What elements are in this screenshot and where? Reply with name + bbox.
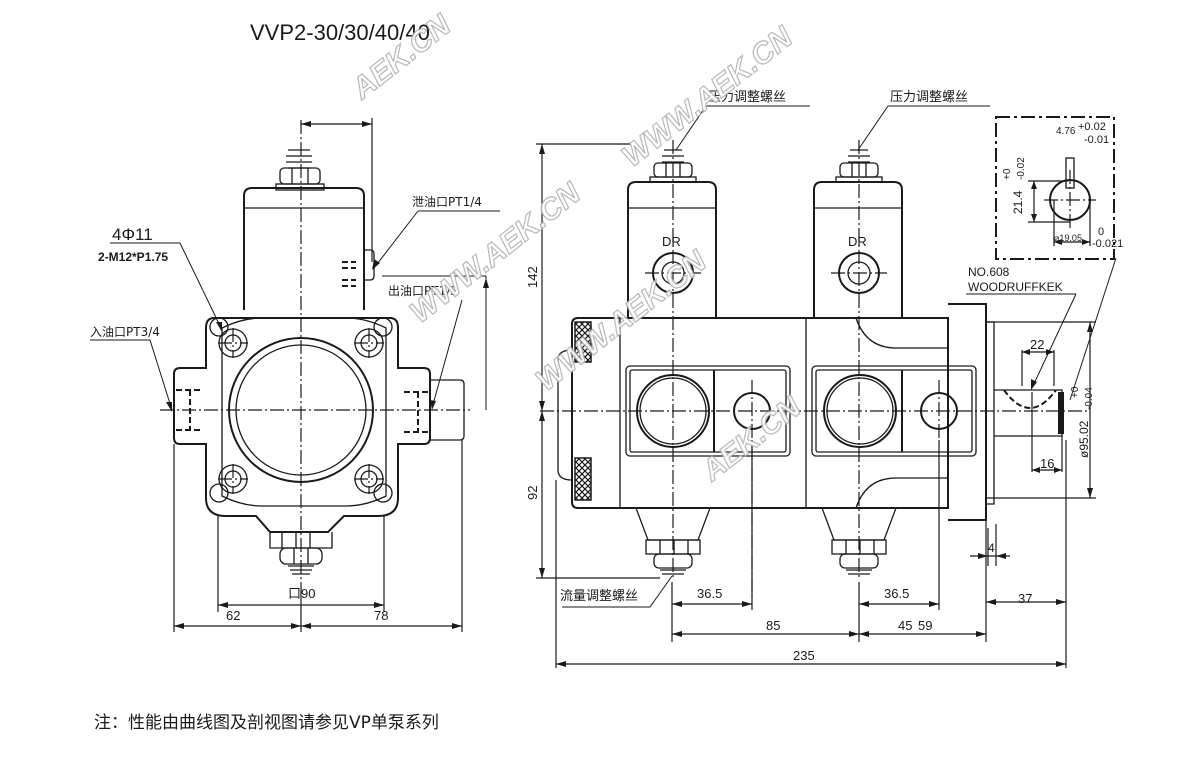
key-label-number: NO.608 xyxy=(968,265,1010,279)
key-width: 4.76 xyxy=(1056,126,1076,137)
flow-screw-label: 流量调整螺丝 xyxy=(560,589,638,604)
pressure-screw-label-2: 压力调整螺丝 xyxy=(890,90,968,105)
dim-37: 37 xyxy=(1018,591,1032,606)
dim-78: 78 xyxy=(374,608,388,623)
dim-22: 22 xyxy=(1030,337,1044,352)
key-height-tol-lower: -0.02 xyxy=(1016,157,1027,180)
dim-85: 85 xyxy=(766,618,780,633)
drain-port-label: 泄油口PT1/4 xyxy=(412,195,482,209)
front-body xyxy=(173,317,431,533)
side-view: DR DR xyxy=(525,90,1117,668)
front-top-screw xyxy=(275,149,325,191)
outlet-port-label: 出油口PT1/2 xyxy=(388,284,458,298)
pressure-screw-label-1: 压力调整螺丝 xyxy=(708,90,786,105)
key-height: 21.4 xyxy=(1011,190,1025,214)
footnote: 注：性能由曲线图及剖视图请参见VP单泵系列 xyxy=(94,713,439,733)
dim-59: 59 xyxy=(918,618,932,633)
front-view: 4Φ11 2-M12*P1.75 入油口PT3/4 泄油口PT1/4 出油口PT… xyxy=(90,118,500,632)
dim-142: 142 xyxy=(525,266,540,288)
square-dimension-label: 口90 xyxy=(288,586,315,601)
key-shaft-tol-upper: 0 xyxy=(1098,226,1104,238)
dim-235: 235 xyxy=(793,648,815,663)
front-cylinder xyxy=(243,187,365,310)
key-width-tol-lower: -0.01 xyxy=(1084,134,1109,146)
watermark-4: WWW.AEK.CN xyxy=(530,244,714,398)
dr-label-1: DR xyxy=(662,234,681,249)
inlet-label: 入油口PT3/4 xyxy=(90,325,160,339)
drawing-title: VVP2-30/30/40/40 xyxy=(250,20,430,45)
key-shaft-diameter: ⌀19.05 xyxy=(1054,233,1082,243)
shaft-tol-upper: +0 xyxy=(1070,386,1081,398)
pump-head-2: DR xyxy=(813,149,903,318)
bolt-holes-label: 4Φ11 xyxy=(112,225,153,244)
shaft-tol-lower: -0.04 xyxy=(1084,387,1095,410)
dim-62: 62 xyxy=(226,608,240,623)
dim-92: 92 xyxy=(525,486,540,500)
dim-36-5-a: 36.5 xyxy=(697,586,722,601)
key-label-type: WOODRUFFKEK xyxy=(968,280,1063,294)
dim-4: 4 xyxy=(988,541,995,555)
dim-36-5-b: 36.5 xyxy=(884,586,909,601)
dim-45: 45 xyxy=(898,618,912,633)
key-detail: 4.76 +0.02 -0.01 21.4 +0 -0.02 ⌀19.05 0 … xyxy=(995,116,1123,260)
key-shaft-tol-lower: -0.021 xyxy=(1092,238,1123,250)
front-bolt-holes xyxy=(209,317,393,503)
key-height-tol-upper: +0 xyxy=(1002,168,1013,180)
shaft-diameter: ø95.02 xyxy=(1077,420,1091,458)
pump-body xyxy=(571,317,949,509)
thread-label: 2-M12*P1.75 xyxy=(98,250,168,264)
pump-head-1: DR xyxy=(627,149,717,318)
key-width-tol-upper: +0.02 xyxy=(1078,121,1106,133)
watermarks: AEK.CN WWW.AEK.CN WWW.AEK.CN WWW.AEK.CN … xyxy=(345,7,809,488)
dim-16: 16 xyxy=(1040,456,1054,471)
dr-label-2: DR xyxy=(848,234,867,249)
